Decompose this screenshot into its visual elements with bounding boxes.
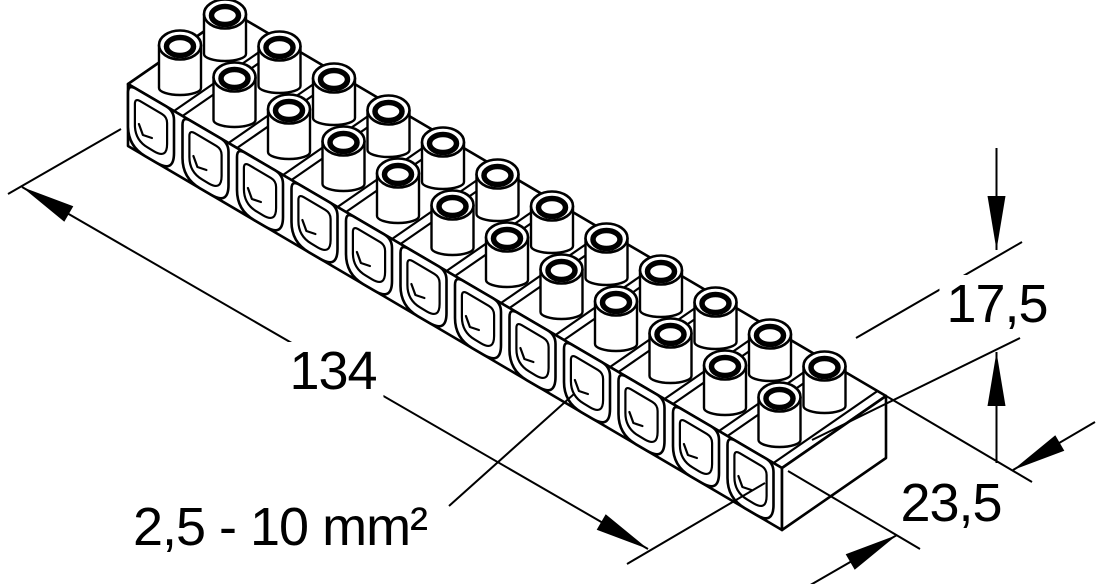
screw-barrel-back	[529, 190, 575, 255]
screw-barrel-front	[539, 253, 584, 321]
screw-barrel-front	[648, 317, 693, 385]
wire-entry-opening	[297, 194, 332, 252]
terminal-pole-segment	[508, 222, 661, 392]
screw-barrel-front	[702, 349, 748, 417]
screw-barrel-front	[430, 189, 475, 257]
terminal-pole-segment	[453, 190, 606, 360]
arrowhead-depth-upper	[1013, 435, 1065, 470]
arrowhead-length-right	[596, 514, 648, 549]
screw-barrel-back	[802, 350, 847, 415]
screw-barrel-front	[757, 381, 802, 449]
arrowhead-height-bottom	[987, 352, 1006, 406]
screw-barrel-back	[257, 30, 302, 95]
screw-barrel-front	[375, 157, 421, 225]
screw-barrel-front	[484, 221, 530, 289]
terminal-strip-body	[126, 0, 888, 532]
screw-barrel-back	[584, 222, 629, 287]
extension-line-height-bottom	[811, 337, 1021, 441]
screw-barrel-front	[157, 29, 203, 97]
extension-line-depth-front	[787, 470, 921, 550]
arrowhead-length-left	[22, 187, 74, 222]
screw-barrel-back	[638, 254, 684, 319]
arrowhead-height-top	[987, 196, 1006, 250]
dimension-lines	[7, 128, 1096, 584]
terminal-pole-segment	[344, 126, 497, 296]
wire-entry-opening	[242, 162, 278, 220]
screw-barrel-front	[266, 93, 312, 161]
terminal-pole-segment	[235, 62, 388, 232]
screw-barrel-back	[311, 62, 357, 127]
extension-line-depth-back	[875, 389, 1033, 483]
extension-line-length-left	[7, 128, 122, 195]
wire-entry-opening	[515, 322, 550, 380]
leader-line-conductor-range	[448, 393, 575, 507]
screw-barrel-back	[747, 318, 793, 383]
screw-barrel-back	[475, 158, 520, 223]
wire-entry-opening	[188, 130, 223, 188]
terminal-pole-segment	[126, 0, 279, 168]
dimension-label-conductor-range: 2,5 - 10 mm²	[125, 498, 435, 556]
wire-entry-opening	[569, 354, 605, 412]
terminal-pole-segment	[181, 30, 334, 200]
screw-barrel-front	[593, 285, 639, 353]
screw-barrel-front	[212, 61, 257, 129]
screw-barrel-front	[321, 125, 366, 193]
terminal-pole-segment	[617, 286, 770, 456]
wire-entry-opening	[406, 258, 441, 316]
dimension-label-height: 17,5	[939, 275, 1055, 333]
screw-barrel-back	[202, 0, 248, 63]
arrowhead-depth-lower	[845, 535, 897, 570]
screw-barrel-back	[366, 94, 411, 159]
screw-barrel-back	[693, 286, 738, 351]
extension-line-length-right	[626, 482, 766, 565]
dimension-label-depth: 23,5	[893, 474, 1009, 532]
terminal-pole-segment	[671, 318, 824, 488]
wire-entry-opening	[624, 386, 659, 444]
dimension-label-length: 134	[282, 342, 384, 400]
wire-entry-opening	[133, 98, 169, 156]
wire-entry-opening	[733, 450, 768, 508]
extension-line-height-top	[855, 241, 1023, 339]
screw-barrel-back	[420, 126, 466, 191]
wire-entry-opening	[678, 418, 714, 476]
wire-entry-opening	[460, 290, 496, 348]
wire-entry-opening	[351, 226, 387, 284]
